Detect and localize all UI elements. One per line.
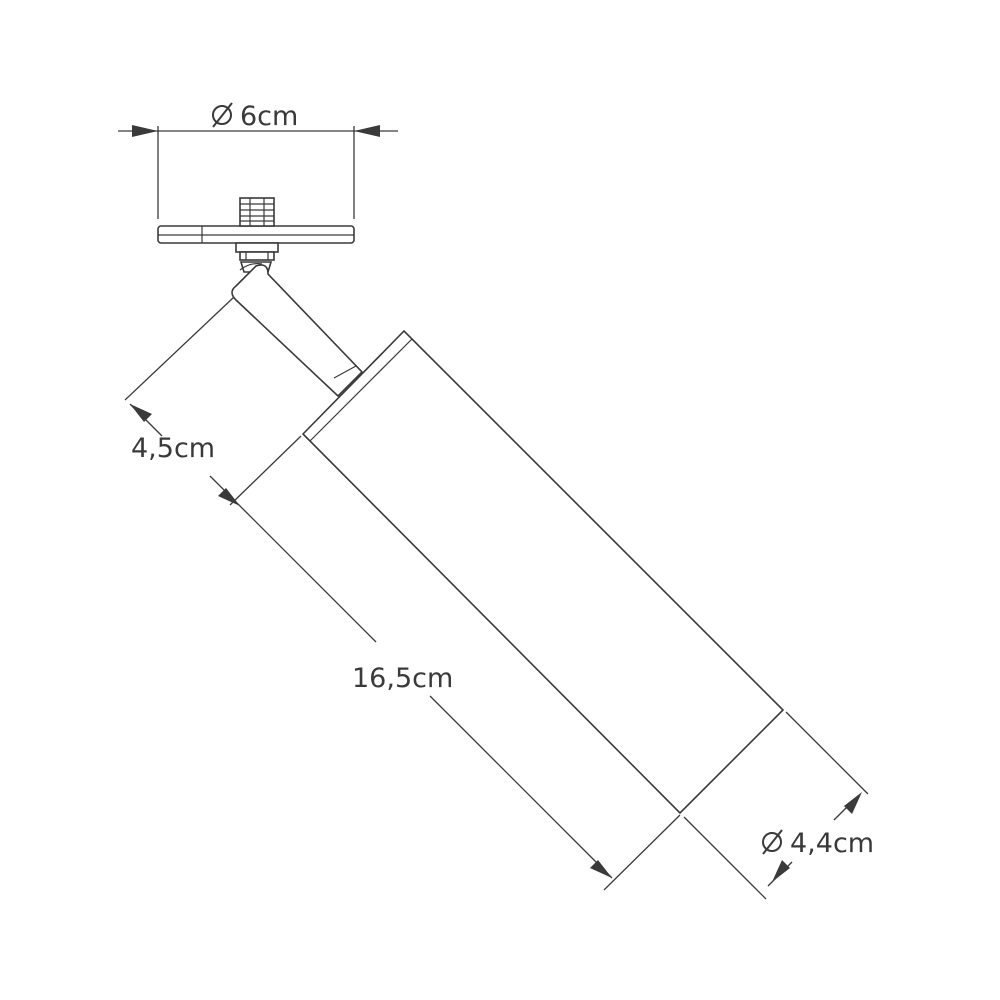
diameter-icon	[212, 102, 233, 128]
diameter-icon	[762, 829, 783, 855]
dimension-body-diameter: 4,4cm	[683, 711, 874, 900]
dimension-mount-diameter: 6cm	[118, 101, 398, 219]
mounting-plate	[157, 225, 355, 244]
threaded-nipple	[239, 197, 275, 227]
arm	[231, 263, 364, 398]
lamp-body	[301, 329, 785, 815]
dimension-label-body-length: 16,5cm	[352, 663, 453, 694]
dimension-arm-length: 4,5cm	[124, 296, 302, 513]
dimension-body-length: 16,5cm	[245, 511, 681, 891]
dimension-label-mount-diameter: 6cm	[240, 101, 298, 132]
dimension-label-body-diameter: 4,4cm	[790, 828, 874, 859]
dimension-label-arm-length: 4,5cm	[131, 433, 215, 464]
